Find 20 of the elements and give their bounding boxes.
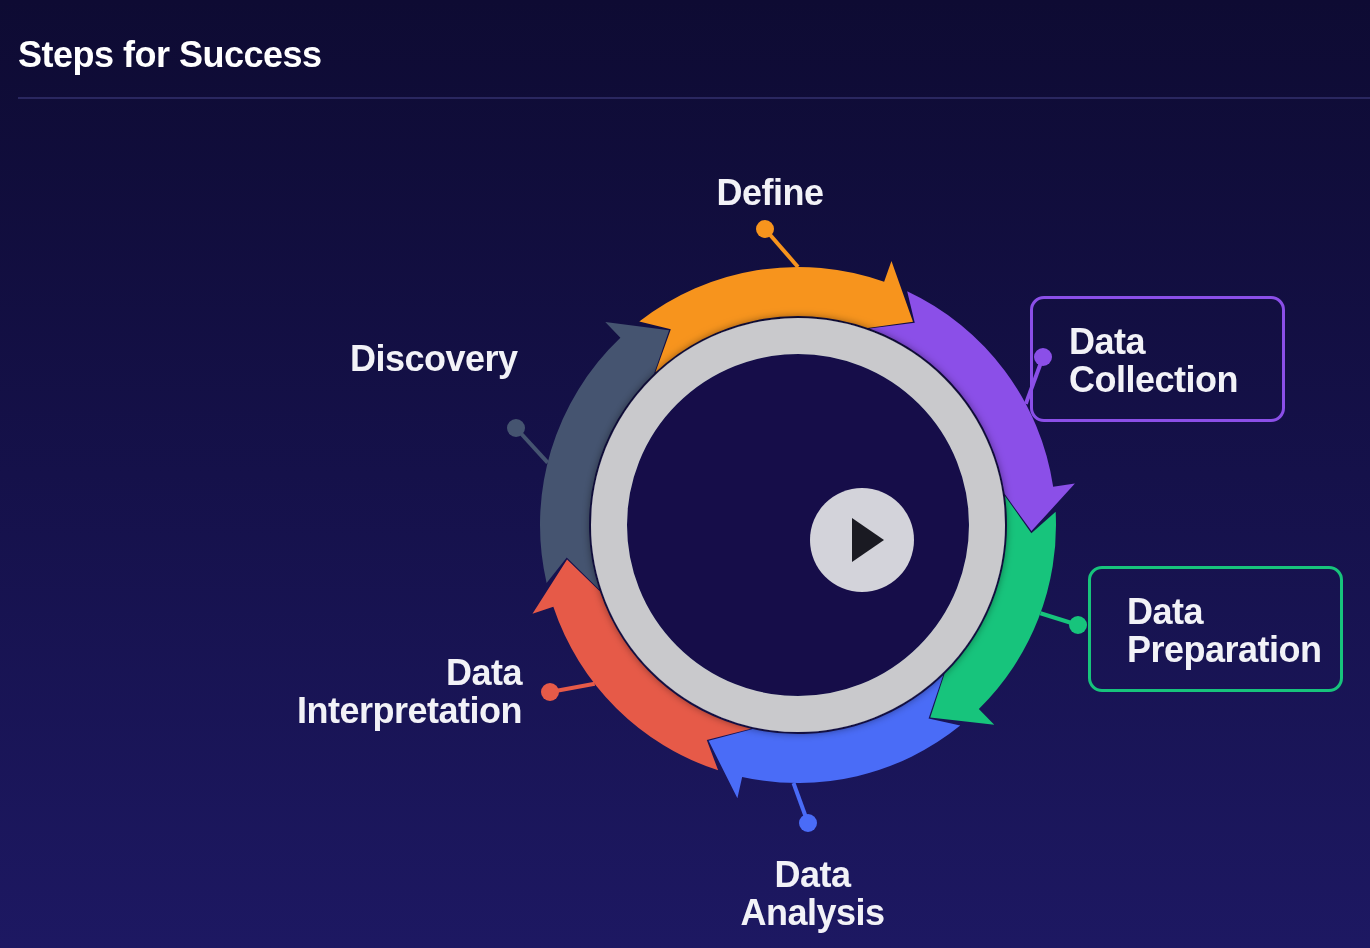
step-label: Data Collection [1069,323,1239,399]
leader-line [1023,348,1052,405]
leader-line [541,681,596,701]
step-box [1030,296,1285,422]
ring-segment [532,559,751,771]
step-label: Data Analysis [700,856,925,932]
step-box [1088,566,1343,692]
ring-segment [540,321,670,590]
step-label: Data Preparation [1127,593,1323,669]
leader-line [791,782,817,832]
leader-line [1039,611,1087,634]
step-label: Define [700,174,840,212]
slide-title: Steps for Success [18,34,322,76]
ring-segment [639,261,913,373]
step-label: Discovery [350,340,540,378]
ring-segment [708,675,961,799]
leader-line [756,220,800,269]
leader-line [507,419,550,464]
ring-segment [930,495,1056,725]
step-label: Data Interpretation [240,654,522,730]
